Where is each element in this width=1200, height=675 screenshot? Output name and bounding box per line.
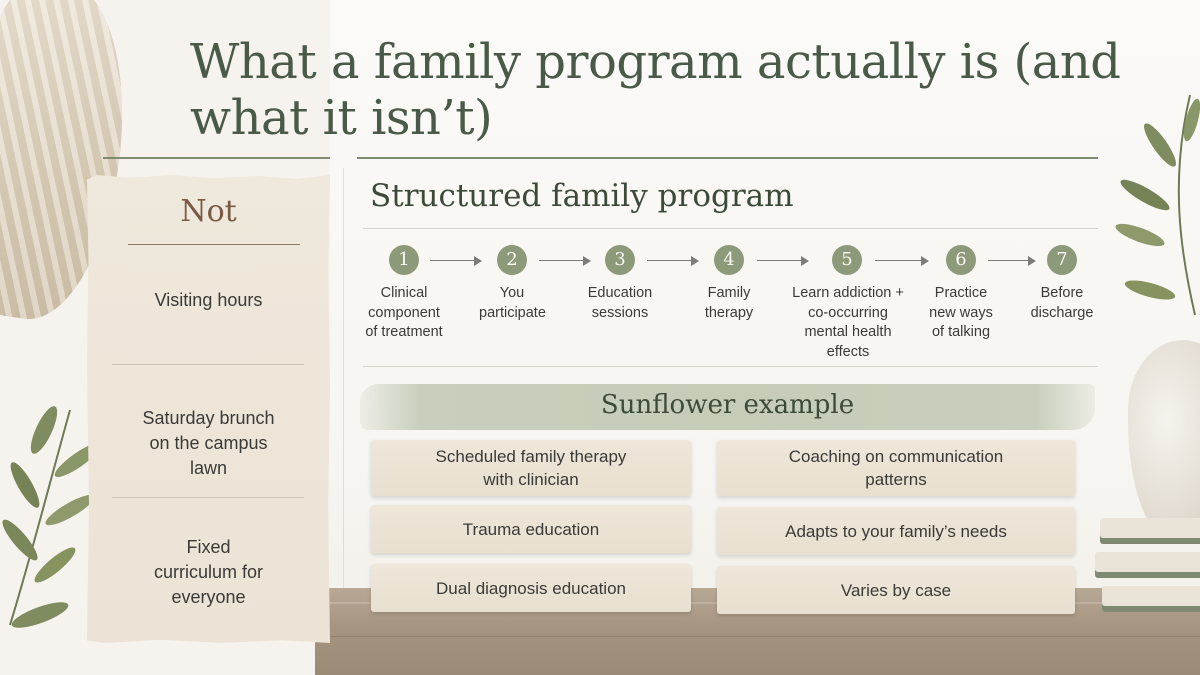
example-chip-communication: Coaching on communication patterns xyxy=(717,440,1075,496)
step-4-label: Family therapy xyxy=(704,285,754,321)
arrow-right-icon xyxy=(647,254,699,268)
title-rule-left xyxy=(103,157,330,159)
arrow-right-icon xyxy=(757,254,809,268)
example-chip-varies: Varies by case xyxy=(717,566,1075,614)
panel-divider xyxy=(343,168,344,588)
example-chip-family-therapy: Scheduled family therapy with clinician xyxy=(371,440,691,496)
step-7-number: 7 xyxy=(1047,245,1077,275)
example-chip-dual-diagnosis: Dual diagnosis education xyxy=(371,564,691,612)
step-4-number: 4 xyxy=(714,245,744,275)
not-heading-underline xyxy=(128,244,300,245)
not-item-saturday-brunch: Saturday brunch on the campus lawn xyxy=(142,408,275,478)
not-card xyxy=(87,175,330,643)
step-5-label: Learn addiction + co-occurring mental he… xyxy=(792,285,904,360)
sunflower-heading: Sunflower example xyxy=(600,390,855,420)
step-6-label: Practice new ways of talking xyxy=(929,285,993,340)
book-decoration xyxy=(1100,518,1200,544)
step-3-label: Education sessions xyxy=(587,285,653,321)
step-1-label: Clinical component of treatment xyxy=(365,285,443,340)
structured-program-heading: Structured family program xyxy=(370,178,794,214)
arrow-right-icon xyxy=(875,254,929,268)
example-chip-adapts: Adapts to your family’s needs xyxy=(717,507,1075,555)
not-heading: Not xyxy=(180,194,237,229)
page-title: What a family program actually is (and w… xyxy=(190,34,1121,146)
example-chip-trauma-education: Trauma education xyxy=(371,505,691,553)
book-decoration xyxy=(1095,552,1200,578)
step-1-number: 1 xyxy=(389,245,419,275)
not-divider xyxy=(112,364,304,365)
step-3-number: 3 xyxy=(605,245,635,275)
arrow-right-icon xyxy=(539,254,591,268)
olive-branch-left-icon xyxy=(2,406,102,628)
olive-branch-right-icon xyxy=(1115,94,1200,316)
arrow-right-icon xyxy=(988,254,1036,268)
title-rule-right xyxy=(357,157,1098,159)
steps-rule xyxy=(363,366,1098,367)
step-2-number: 2 xyxy=(497,245,527,275)
step-6-number: 6 xyxy=(946,245,976,275)
book-decoration xyxy=(1102,586,1200,612)
step-2-label: You participate xyxy=(479,285,546,321)
not-item-visiting-hours: Visiting hours xyxy=(154,290,263,310)
step-5-number: 5 xyxy=(832,245,862,275)
not-item-fixed-curriculum: Fixed curriculum for everyone xyxy=(153,537,264,607)
step-7-label: Before discharge xyxy=(1030,285,1094,321)
section-rule xyxy=(363,228,1098,229)
sunflower-banner xyxy=(360,384,1095,430)
arrow-right-icon xyxy=(430,254,482,268)
background xyxy=(330,0,1200,675)
not-divider xyxy=(112,497,304,498)
